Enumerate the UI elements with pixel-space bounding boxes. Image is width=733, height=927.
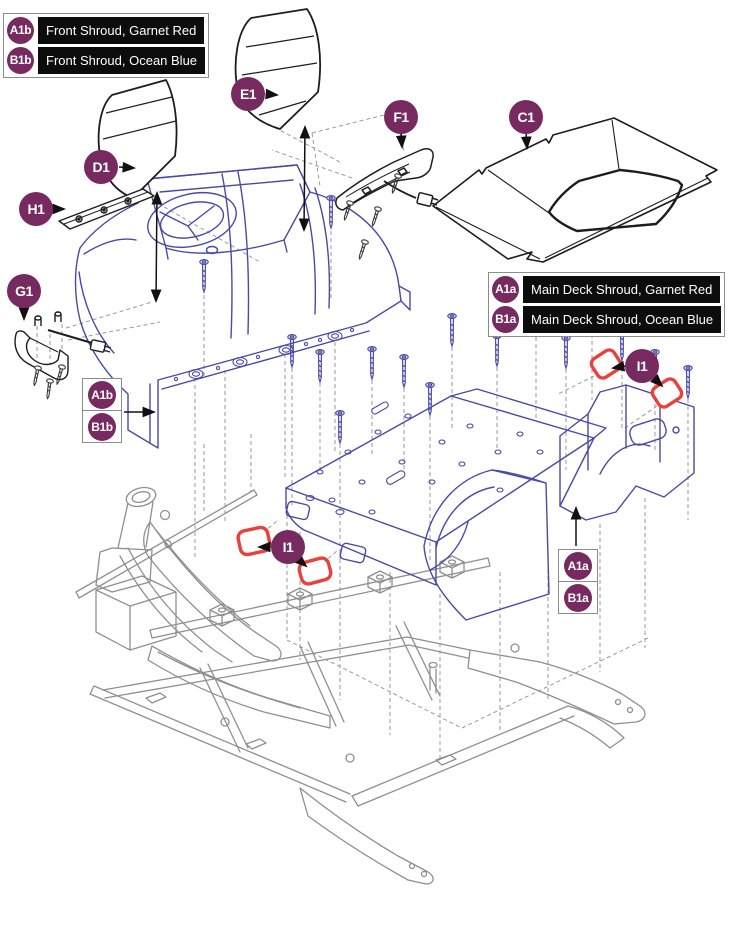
- stack-cell: B1a: [559, 581, 597, 613]
- front-shroud: [74, 164, 411, 449]
- panel-d1: [97, 79, 178, 199]
- callout-badge-f1: F1: [384, 100, 418, 134]
- callout-stack-front-shroud: A1b B1b: [82, 378, 122, 443]
- stack-badge-b1b: B1b: [88, 412, 116, 441]
- legend-front-shroud: A1b Front Shroud, Garnet Red B1b Front S…: [3, 13, 210, 78]
- callout-badge-d1: D1: [84, 150, 118, 184]
- legend-row: A1b Front Shroud, Garnet Red: [7, 17, 205, 44]
- main-deck-shroud: [285, 384, 695, 621]
- legend-badge-a1a: A1a: [492, 276, 519, 303]
- callout-badge-e1: E1: [231, 77, 265, 111]
- callout-badge-c1: C1: [509, 100, 543, 134]
- legend-badge-b1a: B1a: [492, 306, 519, 333]
- legend-row: A1a Main Deck Shroud, Garnet Red: [492, 276, 721, 303]
- stack-badge-a1b: A1b: [88, 380, 116, 409]
- legend-label-a1b: Front Shroud, Garnet Red: [38, 17, 205, 44]
- legend-badge-b1b: B1b: [7, 47, 34, 74]
- stack-cell: B1b: [83, 410, 121, 442]
- callout-badge-h1: H1: [19, 192, 53, 226]
- callout-badge-i1-rear: I1: [625, 349, 659, 383]
- bracket-g1: [14, 311, 112, 400]
- legend-badge-a1b: A1b: [7, 17, 34, 44]
- mat-c1: [432, 117, 718, 263]
- legend-row: B1b Front Shroud, Ocean Blue: [7, 47, 206, 74]
- callout-arrows: [18, 88, 664, 568]
- strip-h1: [58, 188, 155, 230]
- legend-label-b1a: Main Deck Shroud, Ocean Blue: [523, 306, 722, 333]
- callout-badge-i1-front: I1: [271, 530, 305, 564]
- callout-badge-g1: G1: [7, 274, 41, 308]
- legend-main-deck-shroud: A1a Main Deck Shroud, Garnet Red B1a Mai…: [488, 272, 726, 337]
- stack-cell: A1a: [559, 550, 597, 581]
- stack-cell: A1b: [83, 379, 121, 410]
- panel-e1: [234, 8, 321, 130]
- legend-label-b1b: Front Shroud, Ocean Blue: [38, 47, 206, 74]
- chassis-frame: [75, 486, 646, 885]
- legend-row: B1a Main Deck Shroud, Ocean Blue: [492, 306, 722, 333]
- callout-stack-main-deck: A1a B1a: [558, 549, 598, 614]
- stack-badge-b1a: B1a: [564, 583, 592, 612]
- legend-label-a1a: Main Deck Shroud, Garnet Red: [523, 276, 721, 303]
- bumper-f1: [335, 148, 439, 261]
- stack-badge-a1a: A1a: [564, 551, 592, 580]
